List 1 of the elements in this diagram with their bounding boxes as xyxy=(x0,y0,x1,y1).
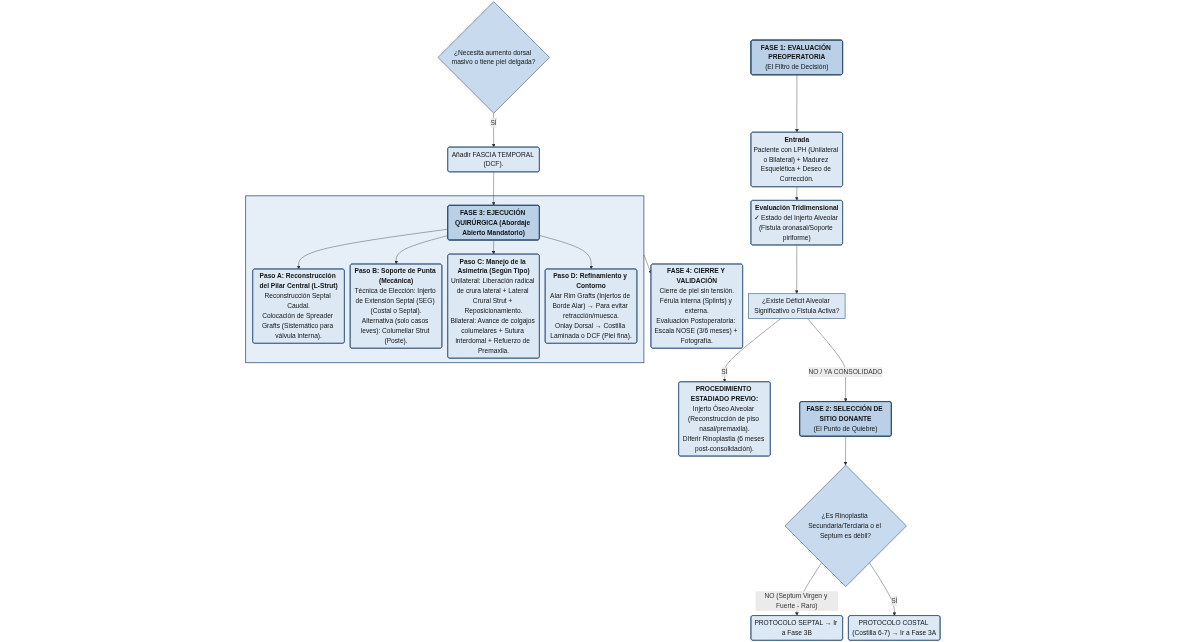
cluster xyxy=(245,195,645,364)
